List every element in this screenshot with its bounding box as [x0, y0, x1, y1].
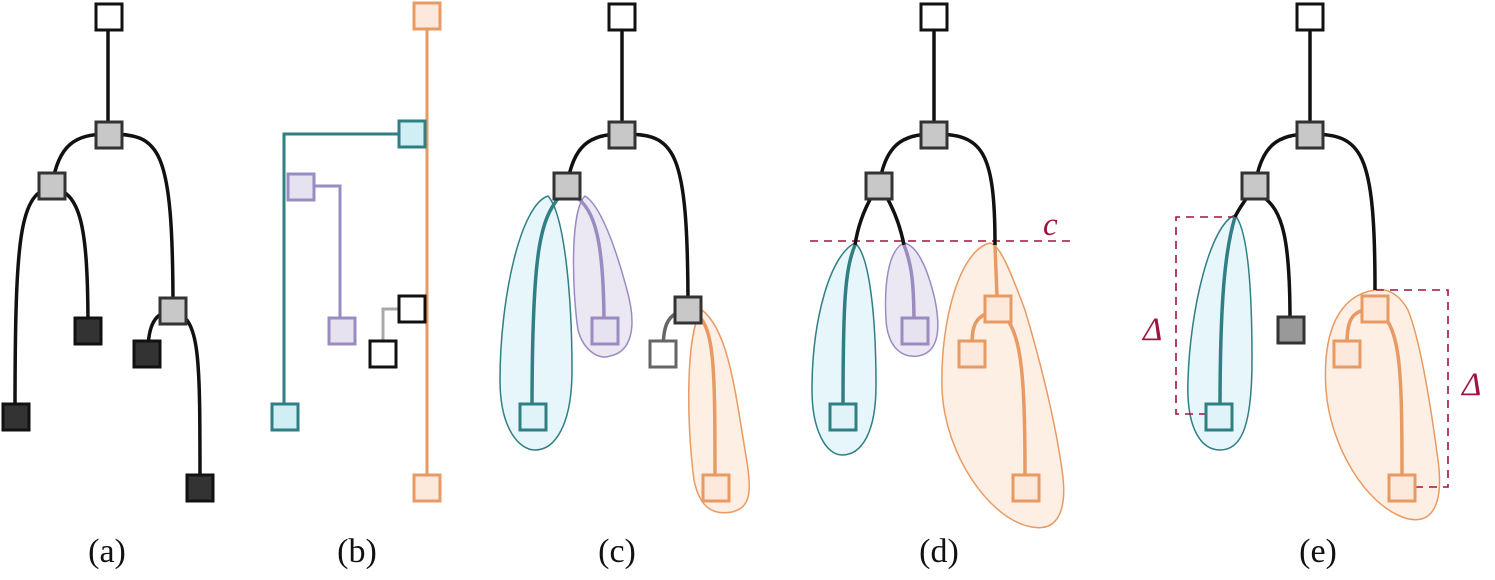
panel-label-c: (c) — [598, 533, 636, 570]
panel-labels: (a) (b) (c) (d) (e) — [88, 533, 1337, 570]
leaf-orange-right-e — [1387, 473, 1417, 503]
delta-bracket-right-e — [1376, 289, 1449, 488]
panel-label-b: (b) — [337, 533, 377, 570]
node-root-c — [607, 2, 637, 32]
leaf-purple-d — [900, 316, 930, 346]
edge-hub-right-e — [1309, 132, 1377, 291]
node-root-e — [1295, 2, 1325, 32]
panel-a — [1, 2, 215, 503]
panel-e: Δ Δ — [1141, 2, 1481, 521]
edge-purple-c — [573, 194, 606, 328]
node-root-a — [94, 2, 124, 32]
edge-left-split-1-d — [853, 195, 874, 246]
leaf-gray-e — [1276, 315, 1306, 345]
edge-purple-d — [902, 244, 916, 327]
node-left-a — [37, 171, 67, 201]
orange-blob-d — [941, 242, 1065, 529]
edge-teal-e — [1218, 216, 1237, 413]
white-node-b — [397, 294, 427, 324]
delta-bracket-left-e — [1175, 216, 1236, 415]
edge-hub-right-d — [933, 132, 997, 246]
purple-bracket-b — [300, 184, 342, 326]
leaf-orange-right-d — [1011, 473, 1041, 503]
teal-leaf-b — [270, 402, 300, 432]
panel-label-a: (a) — [88, 533, 126, 570]
leaf-purple-c — [590, 316, 620, 346]
purple-node-b — [286, 172, 316, 202]
teal-blob-c — [499, 195, 573, 451]
panel-d: c — [810, 2, 1076, 529]
teal-bracket-b — [282, 132, 412, 414]
edge-orange-main-d — [993, 244, 999, 297]
panel-c — [499, 2, 750, 514]
edge-gray-e — [1260, 194, 1292, 321]
purple-leaf-b — [327, 316, 357, 346]
orange-bottom-b — [412, 473, 442, 503]
edge-left-split-2-d — [884, 195, 906, 246]
node-left-e — [1240, 171, 1270, 201]
cut-label-d: c — [1043, 207, 1058, 243]
delta-label-right-e: Δ — [1460, 367, 1481, 403]
node-orange-e — [1360, 294, 1390, 324]
white-leaf-b — [368, 339, 398, 369]
orange-top-b — [412, 1, 442, 31]
node-hub-d — [919, 120, 949, 150]
node-right-a — [158, 296, 188, 326]
leaf-teal-d — [828, 402, 858, 432]
node-left-c — [552, 171, 582, 201]
node-right-c — [673, 295, 703, 325]
panel-b — [270, 1, 442, 503]
edge-hub-right-a — [107, 132, 175, 311]
leaf-teal-c — [518, 402, 548, 432]
edge-left-outer-a — [13, 184, 53, 416]
node-hub-e — [1295, 120, 1325, 150]
node-orange-d — [983, 294, 1013, 324]
edge-right-right-a — [172, 308, 202, 488]
teal-node-b — [397, 119, 427, 149]
edge-left-inner-a — [51, 184, 90, 331]
delta-label-left-e: Δ — [1141, 312, 1162, 348]
leaf-orange-c — [701, 473, 731, 503]
leaf-a1 — [1, 402, 31, 432]
leaf-orange-left-e — [1332, 339, 1362, 369]
orange-blob-e — [1324, 288, 1441, 521]
leaf-a4 — [185, 473, 215, 503]
leaf-gray-c — [648, 339, 678, 369]
node-hub-a — [94, 120, 124, 150]
panel-label-e: (e) — [1299, 533, 1337, 570]
node-left-d — [864, 171, 894, 201]
orange-blob-c — [688, 308, 750, 514]
edge-teal-d — [841, 244, 857, 413]
panel-label-d: (d) — [919, 533, 959, 570]
leaf-a2 — [73, 316, 103, 346]
leaf-a3 — [132, 339, 162, 369]
node-root-d — [919, 2, 949, 32]
leaf-orange-left-d — [957, 339, 987, 369]
leaf-teal-e — [1204, 402, 1234, 432]
edge-hub-right-c — [621, 132, 690, 311]
node-hub-c — [607, 120, 637, 150]
edge-teal-c — [530, 194, 562, 413]
